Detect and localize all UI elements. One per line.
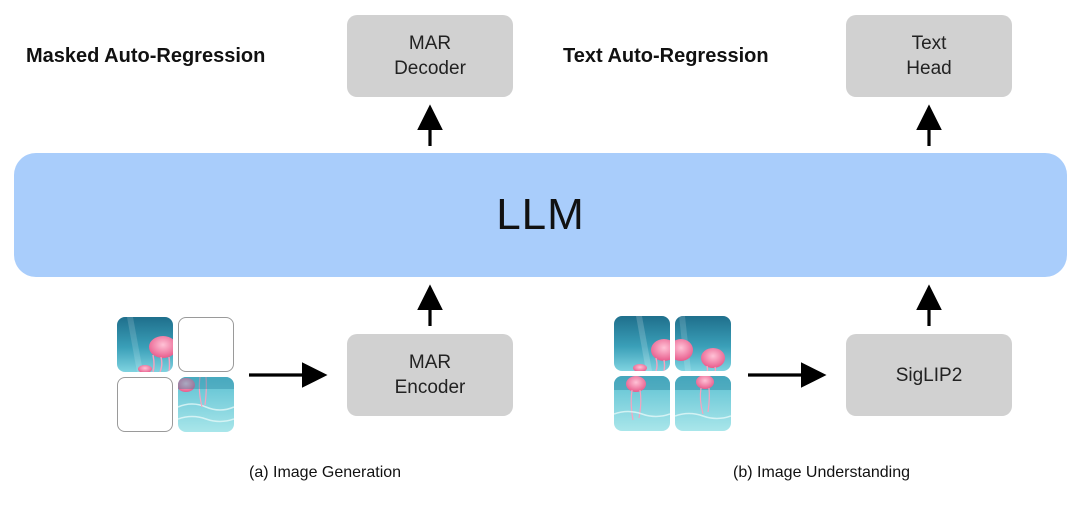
image-tile-top-left [117, 317, 173, 372]
siglip2-label: SigLIP2 [895, 364, 963, 386]
mar-encoder-box: MAR Encoder [347, 334, 513, 416]
llm-label: LLM [496, 190, 585, 239]
mar-decoder-box: MAR Decoder [347, 15, 513, 97]
caption-image-understanding: (b) Image Understanding [733, 464, 910, 481]
image-tile-top-left [614, 316, 670, 371]
heading-masked-auto-regression: Masked Auto-Regression [26, 45, 266, 67]
image-tile-bottom-left [614, 376, 670, 431]
masked-tile-bottom-left [117, 377, 173, 432]
caption-image-generation: (a) Image Generation [249, 464, 402, 481]
full-image-grid-icon [614, 316, 731, 432]
siglip2-box: SigLIP2 [846, 334, 1012, 416]
text-head-line-2: Head [906, 58, 952, 79]
mar-encoder-line-1: MAR [408, 352, 452, 373]
mar-decoder-line-2: Decoder [394, 58, 466, 79]
image-tile-bottom-right [675, 376, 731, 431]
masked-tile-top-right [178, 317, 234, 372]
image-tile-top-right [675, 316, 731, 371]
heading-text-auto-regression: Text Auto-Regression [563, 45, 769, 67]
image-tile-bottom-right [178, 377, 234, 432]
text-head-box: Text Head [846, 15, 1012, 97]
llm-block: LLM [14, 153, 1067, 277]
mar-encoder-line-2: Encoder [394, 377, 466, 398]
text-head-line-1: Text [911, 33, 947, 54]
masked-image-grid-icon [117, 317, 234, 433]
mar-decoder-line-1: MAR [408, 33, 452, 54]
